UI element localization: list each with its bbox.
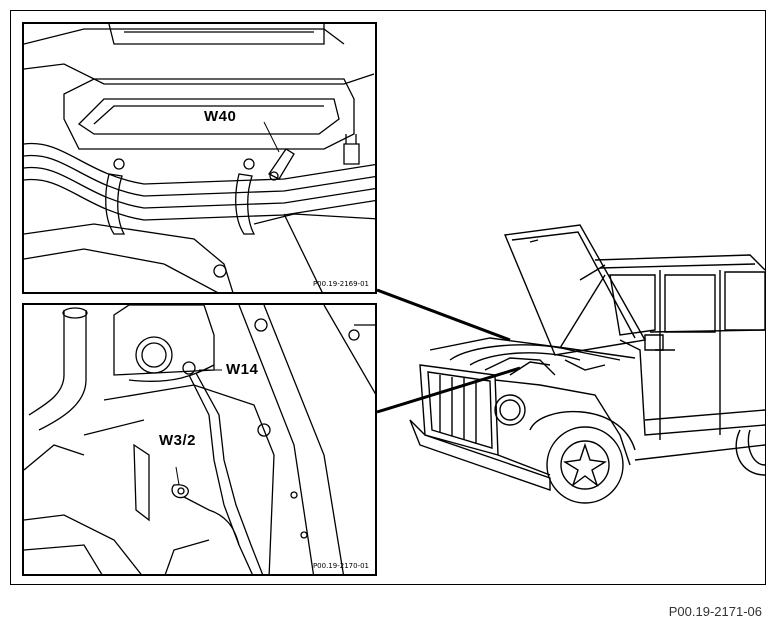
figure-frame (10, 10, 766, 585)
panel-top-code: P00.19-2169-01 (312, 280, 369, 288)
panel-bottom-code: P00.19-2170-01 (312, 562, 369, 570)
engine-detail-w14-w3-2-drawing (24, 305, 375, 574)
figure-code: P00.19-2171-06 (668, 604, 762, 619)
vehicle-illustration (409, 224, 765, 504)
callout-w40: W40 (204, 108, 237, 125)
callout-w14: W14 (226, 361, 259, 378)
leader-line-top (376, 288, 511, 342)
detail-panel-top: W40 P00.19-2169-01 (22, 22, 377, 294)
open-hood (504, 224, 647, 356)
callout-w3-2: W3/2 (159, 432, 197, 449)
engine-detail-w40-drawing (24, 24, 375, 292)
detail-panel-bottom: W14 W3/2 P00.19-2170-01 (22, 303, 377, 576)
leader-line-bottom (376, 366, 521, 414)
